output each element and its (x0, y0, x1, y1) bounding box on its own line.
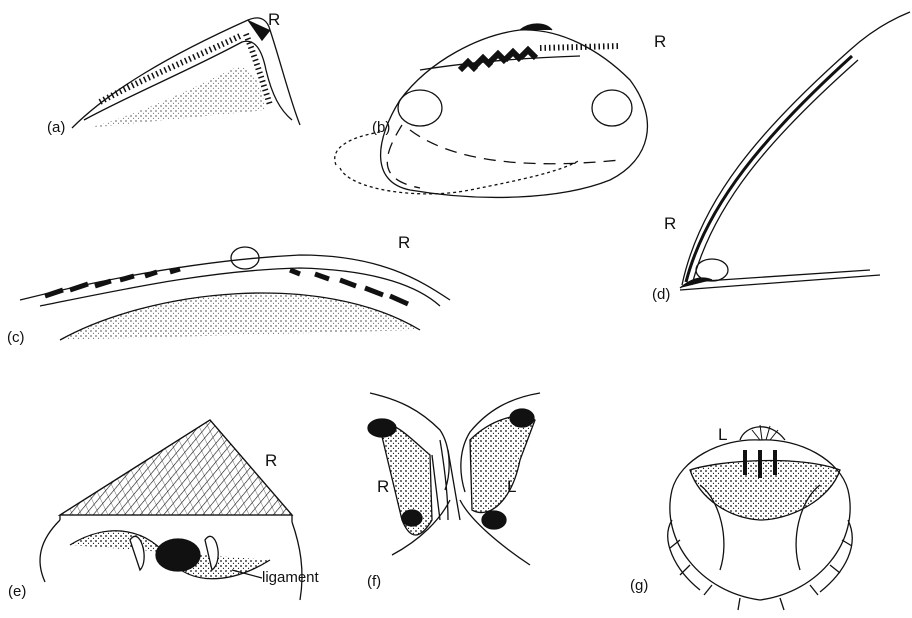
panel-g-cockle-valve (668, 425, 852, 610)
panel-e-side-label: R (265, 452, 277, 469)
panel-b-side-label: R (654, 33, 666, 50)
panel-f-label: (f) (367, 574, 381, 589)
panel-c-label: (c) (7, 330, 25, 345)
panel-c-hinge-arch (20, 247, 450, 340)
panel-d-side-label: R (664, 215, 676, 232)
panel-f-side-label-left-valve: L (507, 478, 516, 495)
panel-d-label: (d) (652, 287, 670, 302)
panel-g-label: (g) (630, 578, 648, 593)
panel-f-side-label-right-valve: R (377, 478, 389, 495)
panel-b-valve-outline (335, 24, 648, 197)
panel-d-elongate-valve (680, 12, 910, 290)
panel-b-label: (b) (372, 120, 390, 135)
panel-e-label: (e) (8, 584, 26, 599)
panel-a-taxodont-hinge (72, 18, 300, 128)
panel-c-side-label: R (398, 234, 410, 251)
panel-a-label: (a) (47, 120, 65, 135)
panel-g-side-label: L (718, 426, 727, 443)
ligament-callout: ligament (262, 570, 319, 585)
panel-a-side-label: R (268, 11, 280, 28)
